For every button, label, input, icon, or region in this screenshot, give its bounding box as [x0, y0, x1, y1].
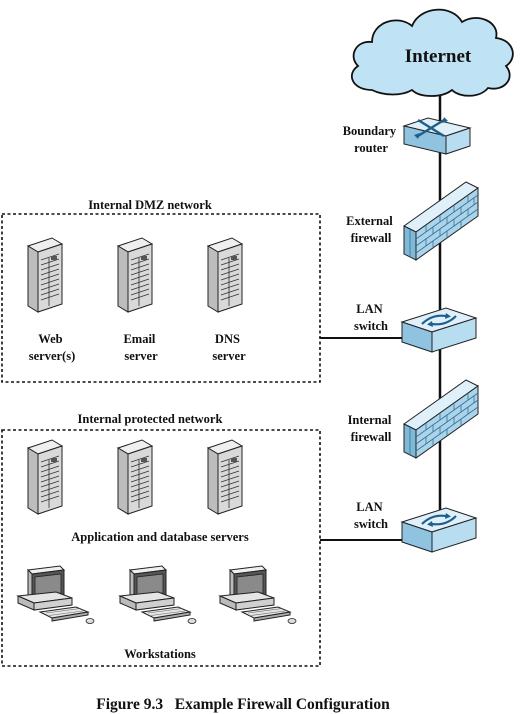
email-server-label: Email server	[123, 332, 158, 363]
dmz-title: Internal DMZ network	[88, 198, 212, 212]
lan-switch-2-icon	[400, 506, 478, 554]
web-server-icon	[27, 237, 63, 313]
protected-network: Internal protected network Application a…	[1, 412, 321, 667]
internet-cloud: Internet	[350, 8, 514, 97]
lan-switch-1-icon	[400, 306, 478, 354]
email-server-icon	[117, 237, 153, 313]
external-firewall-label: External firewall	[346, 214, 396, 245]
internal-firewall-label: Internal firewall	[348, 413, 395, 444]
workstation-1-icon	[17, 565, 95, 624]
web-server-label: Web server(s)	[29, 332, 76, 363]
figure-caption: Figure 9.3 Example Firewall Configuratio…	[96, 696, 390, 713]
dmz-network: Internal DMZ network Web server(s) Email…	[1, 198, 321, 383]
dns-server-label: DNS server	[212, 332, 246, 363]
servers-label: Application and database servers	[71, 530, 249, 544]
dns-server-icon	[207, 237, 243, 313]
workstation-3-icon	[219, 565, 297, 624]
lan-switch-2-label: LAN switch	[354, 500, 388, 531]
lan-switch-1-label: LAN switch	[354, 302, 388, 333]
app-server-2-icon	[117, 439, 153, 515]
internet-label: Internet	[405, 46, 472, 67]
app-server-1-icon	[27, 439, 63, 515]
db-server-icon	[207, 439, 243, 515]
workstation-2-icon	[119, 565, 197, 624]
workstations-label: Workstations	[124, 647, 196, 661]
boundary-router-icon	[402, 117, 472, 155]
protected-title: Internal protected network	[78, 412, 223, 426]
boundary-router-label: Boundary router	[343, 124, 400, 155]
